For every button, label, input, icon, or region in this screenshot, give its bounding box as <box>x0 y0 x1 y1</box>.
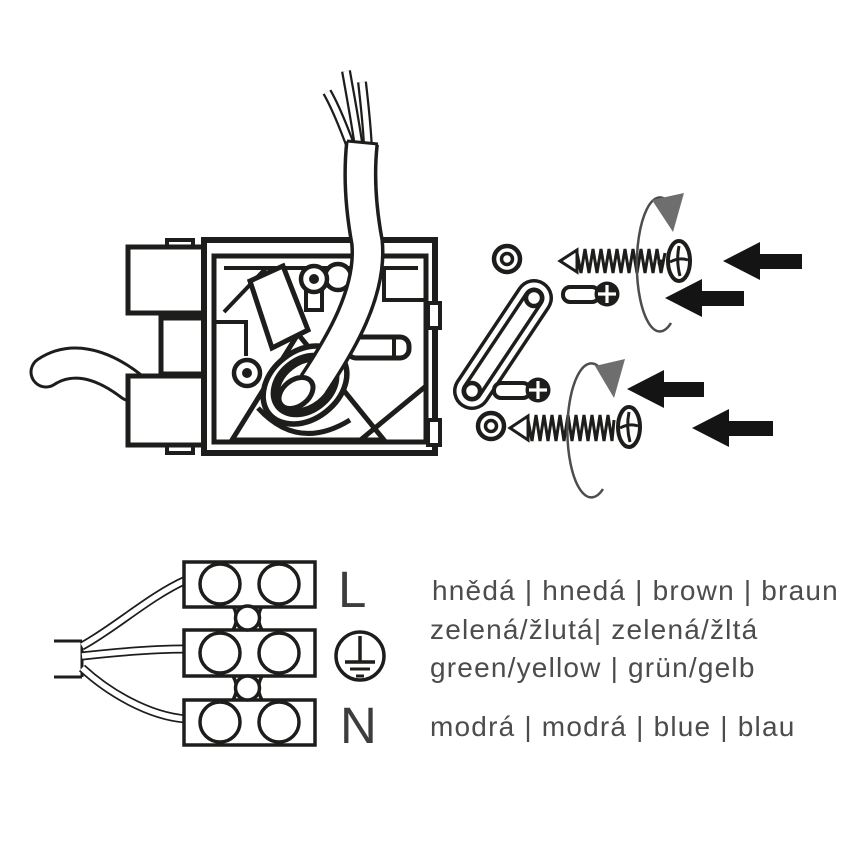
legend-blue: modrá | modrá | blue | blau <box>430 711 796 742</box>
left-cable <box>29 346 148 403</box>
wood-screw-icon <box>507 405 642 449</box>
legend-green-yellow-1: zelená/žlutá| zelená/žltá <box>430 614 758 645</box>
wood-screw-icon <box>557 239 692 283</box>
left-arrow-icon <box>665 279 744 317</box>
machine-screw-icon <box>561 281 620 307</box>
gland-inner-ring <box>276 374 316 412</box>
legend-brown: hnědá | hnedá | brown | braun <box>432 575 839 606</box>
rotate-arrow-icon <box>635 193 684 333</box>
washer-icon <box>491 243 523 275</box>
washer-icon <box>475 410 507 442</box>
earth-icon <box>334 630 386 682</box>
label-neutral: N <box>340 697 377 754</box>
legend-green-yellow-2: green/yellow | grün/gelb <box>430 652 756 683</box>
top-cable-sheath <box>299 139 385 394</box>
terminal-wires <box>78 575 188 724</box>
top-cable-strands <box>322 70 373 152</box>
label-live: L <box>338 561 366 618</box>
terminal-block <box>182 560 317 747</box>
left-arrow-icon <box>723 242 802 280</box>
rotate-arrow-icon <box>566 359 625 499</box>
terminal-cable-stub <box>54 639 84 679</box>
machine-screw-icon <box>492 377 551 403</box>
mounting-bracket-icon <box>453 279 553 410</box>
left-arrow-icon <box>627 370 704 408</box>
left-arrow-icon <box>692 409 773 447</box>
